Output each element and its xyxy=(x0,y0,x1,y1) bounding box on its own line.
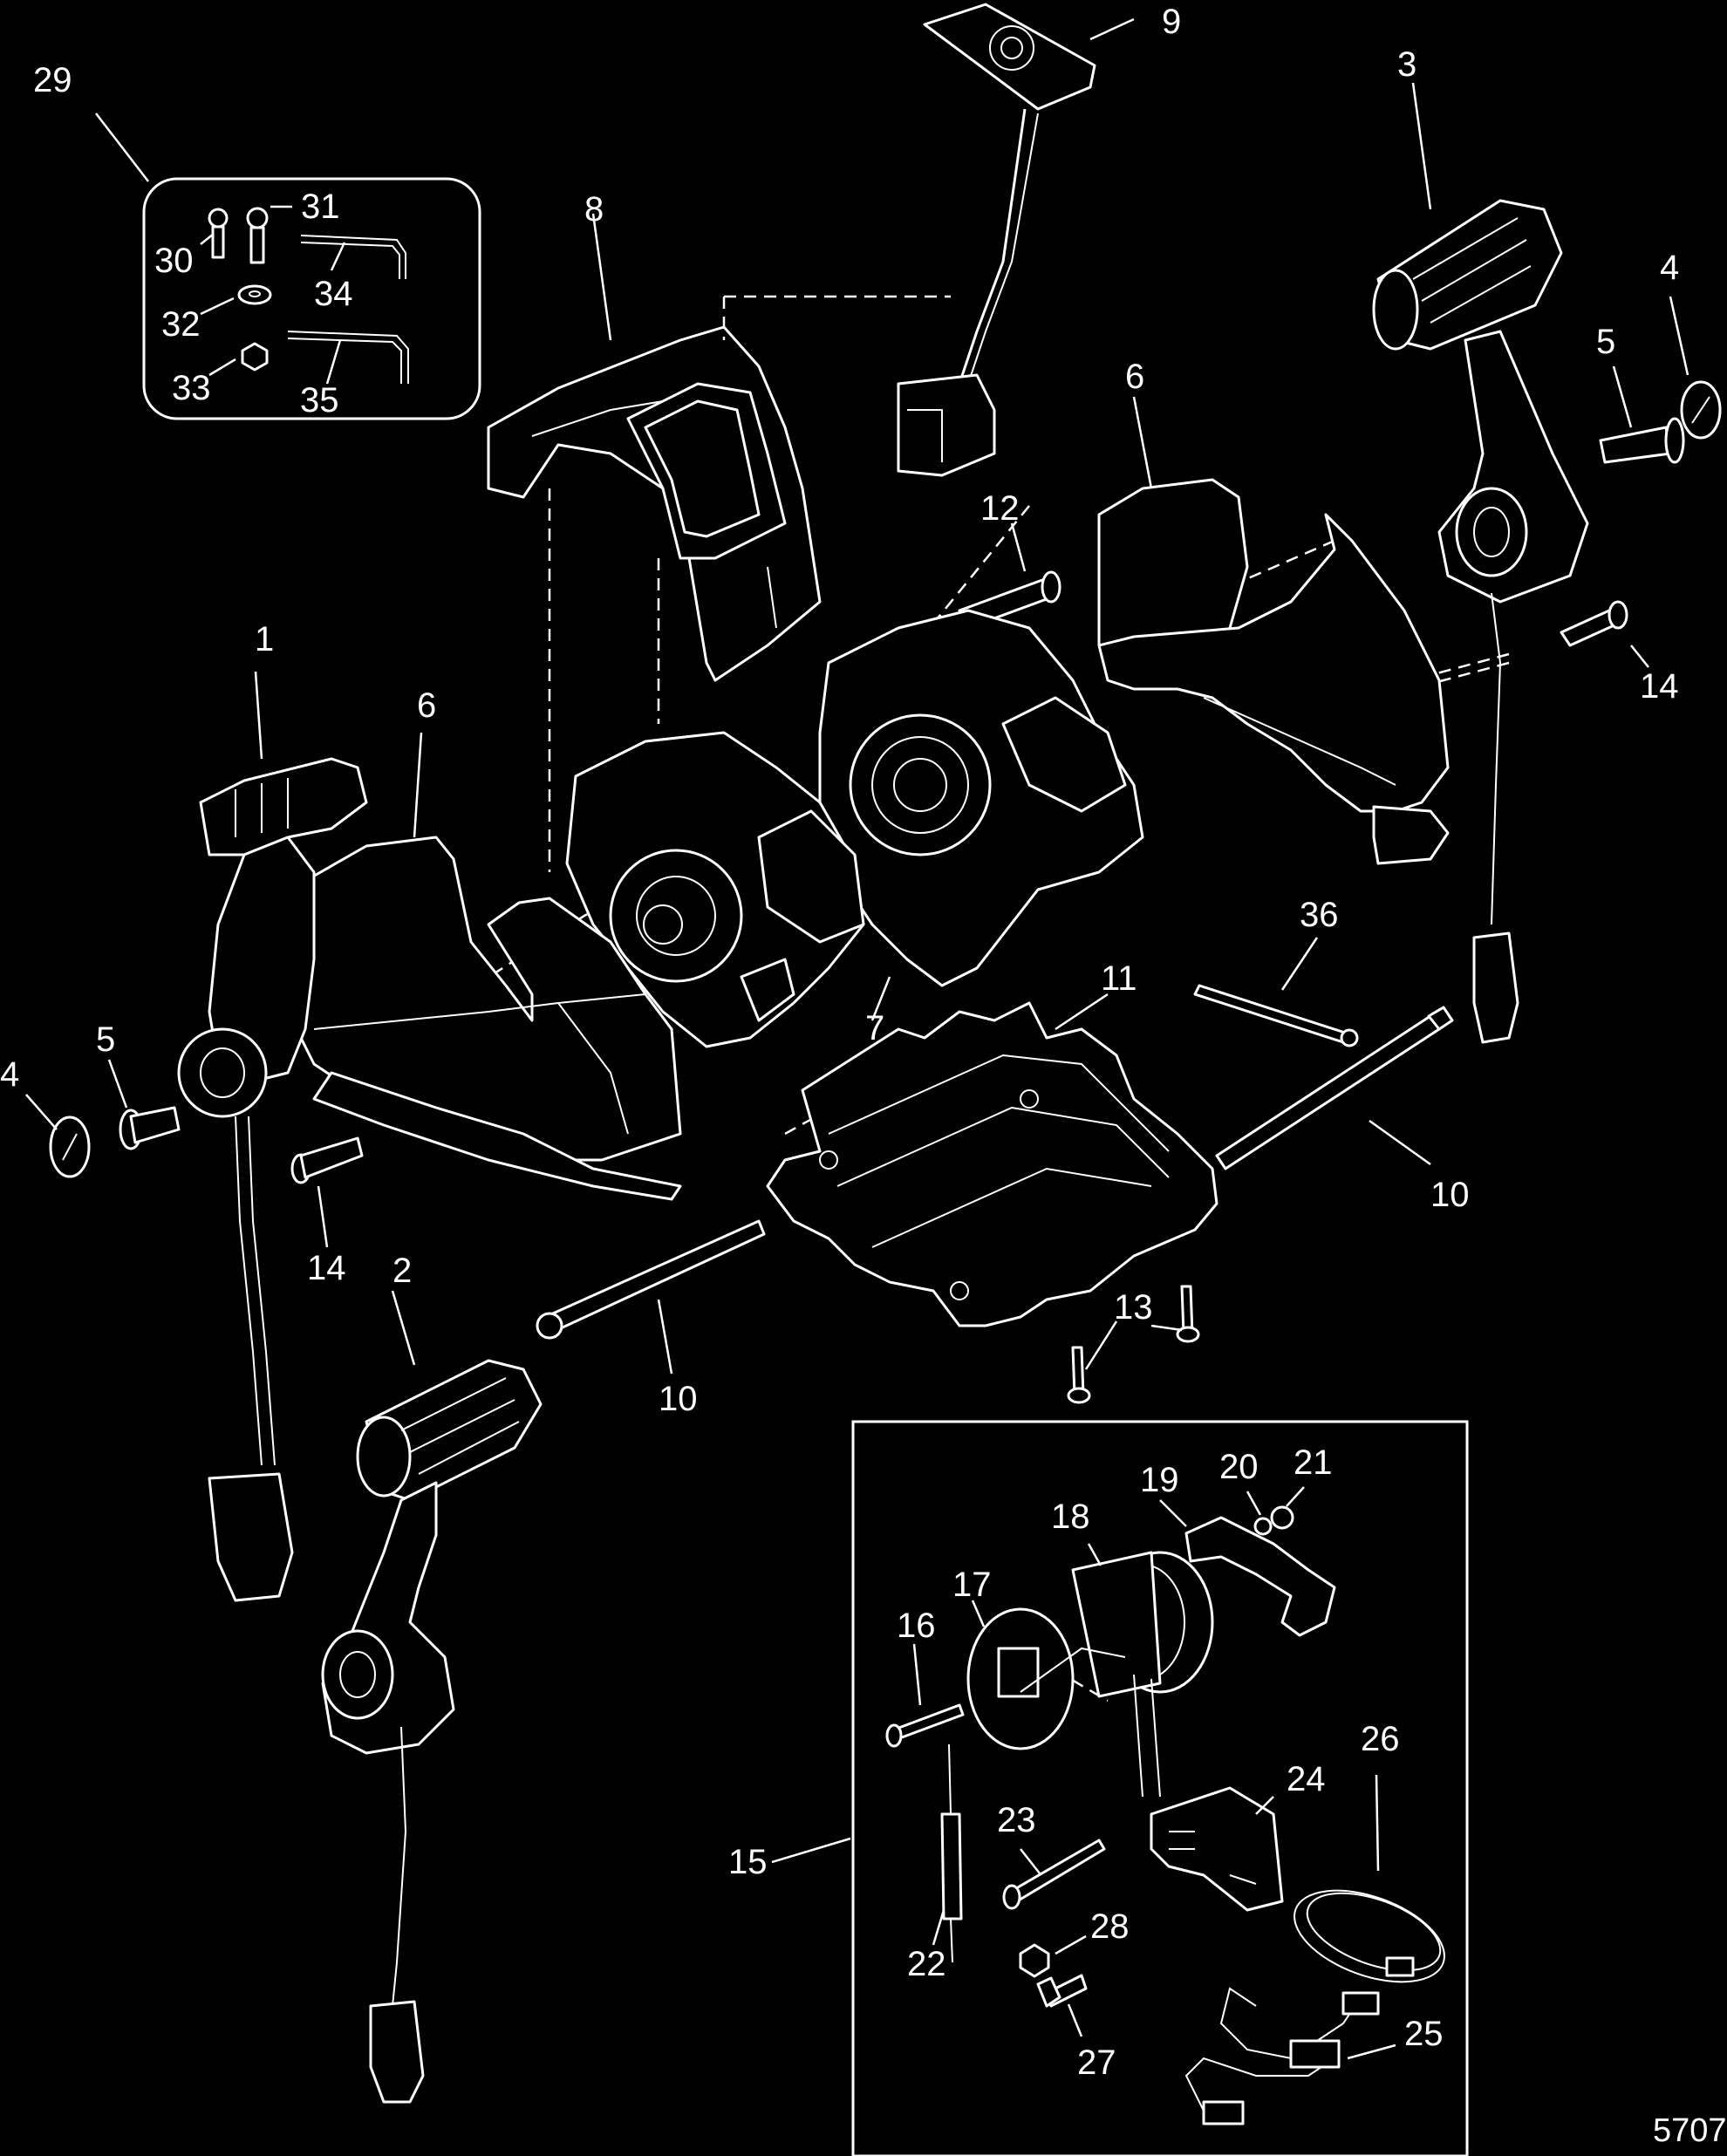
callout-29: 29 xyxy=(33,61,72,99)
screw-36 xyxy=(1193,937,1359,1047)
callout-8: 8 xyxy=(584,190,604,229)
callout-2: 2 xyxy=(392,1252,412,1290)
callout-9: 9 xyxy=(1162,3,1181,41)
spring-22 xyxy=(932,1743,963,1963)
callout-31: 31 xyxy=(301,188,340,226)
screw-5-right xyxy=(1599,365,1685,464)
callout-20: 20 xyxy=(1219,1448,1259,1486)
harness-25 xyxy=(1184,1987,1396,2125)
washer-20 xyxy=(1253,1517,1273,1536)
figure-reference-number: 5707 xyxy=(1653,2112,1727,2149)
callout-24: 24 xyxy=(1287,1760,1326,1798)
callout-35: 35 xyxy=(300,381,339,420)
side-cover-6-left xyxy=(295,732,682,1201)
callout-7: 7 xyxy=(865,1009,884,1047)
callout-17: 17 xyxy=(952,1566,992,1604)
callout-21: 21 xyxy=(1294,1443,1333,1482)
callout-4-left: 4 xyxy=(0,1055,19,1094)
callout-36: 36 xyxy=(1300,896,1339,934)
callout-14-left: 14 xyxy=(307,1249,346,1287)
callout-6-left: 6 xyxy=(417,686,436,725)
hex-key-34 xyxy=(300,235,406,279)
nut-28 xyxy=(1019,1943,1050,1978)
callout-labels: 1 2 3 4 4 5 5 6 6 7 8 9 10 10 11 12 13 1… xyxy=(0,3,1679,2082)
screw-31 xyxy=(246,207,269,264)
callout-22: 22 xyxy=(907,1945,946,1983)
callout-16: 16 xyxy=(897,1607,936,1645)
screw-16 xyxy=(885,1643,965,1748)
side-cover-6-right xyxy=(1097,396,1450,865)
nut-33 xyxy=(241,342,269,372)
cap-4-right xyxy=(1669,296,1722,440)
callout-32: 32 xyxy=(161,305,201,344)
callout-34: 34 xyxy=(314,275,353,313)
gear-housing-7-rear xyxy=(818,609,1144,987)
screw-14-right xyxy=(1560,600,1649,668)
callout-30: 30 xyxy=(154,242,194,280)
handle-2 xyxy=(321,1290,543,2104)
nut-21 xyxy=(1270,1505,1294,1530)
top-cover-8 xyxy=(487,213,822,682)
sensor-kit-inset-15 xyxy=(771,1420,1469,2156)
callout-27: 27 xyxy=(1077,2043,1116,2082)
callout-6-right: 6 xyxy=(1125,358,1144,396)
callout-25: 25 xyxy=(1404,2015,1444,2053)
callout-19: 19 xyxy=(1140,1461,1179,1499)
callout-18: 18 xyxy=(1051,1498,1090,1536)
screw-30 xyxy=(208,208,229,259)
handle-1 xyxy=(177,671,368,1602)
mounting-bracket-11 xyxy=(766,993,1218,1327)
callout-28: 28 xyxy=(1090,1907,1130,1946)
callout-4-right: 4 xyxy=(1660,249,1679,287)
callout-10-left: 10 xyxy=(659,1380,698,1418)
callout-11: 11 xyxy=(1101,959,1137,998)
long-bolt-10-left xyxy=(536,1219,766,1375)
hardware-kit-inset xyxy=(95,113,481,420)
gear-housing-7-front xyxy=(565,731,891,1048)
callout-5-left: 5 xyxy=(96,1020,115,1059)
screw-14-left xyxy=(290,1136,364,1248)
callout-10-right: 10 xyxy=(1430,1176,1470,1214)
callout-15: 15 xyxy=(728,1843,768,1881)
washer-32 xyxy=(237,284,272,305)
callout-23: 23 xyxy=(997,1801,1036,1839)
cable-tie-26 xyxy=(1294,1774,1445,1983)
hex-key-35 xyxy=(287,331,409,384)
callout-13: 13 xyxy=(1114,1288,1153,1327)
screw-5-left xyxy=(107,1059,181,1150)
screw-23 xyxy=(1002,1839,1106,1910)
callout-33: 33 xyxy=(172,369,211,407)
handle-3 xyxy=(1372,82,1589,1044)
long-bolt-10-right xyxy=(1215,1006,1454,1170)
screws-13 xyxy=(1067,1285,1200,1404)
callout-12: 12 xyxy=(980,489,1020,528)
screw-27 xyxy=(1036,1974,1088,2037)
callout-5-right: 5 xyxy=(1596,323,1615,361)
callout-3: 3 xyxy=(1397,45,1416,84)
bracket-19 xyxy=(1184,1516,1336,1637)
cap-4-left xyxy=(25,1094,91,1178)
plate-17 xyxy=(966,1600,1126,1750)
display-module-9 xyxy=(897,3,1135,477)
callout-26: 26 xyxy=(1361,1720,1400,1758)
ring-18 xyxy=(1071,1543,1214,1798)
callout-1: 1 xyxy=(255,620,274,658)
callout-14-right: 14 xyxy=(1640,667,1679,706)
clip-24 xyxy=(1150,1786,1284,1912)
